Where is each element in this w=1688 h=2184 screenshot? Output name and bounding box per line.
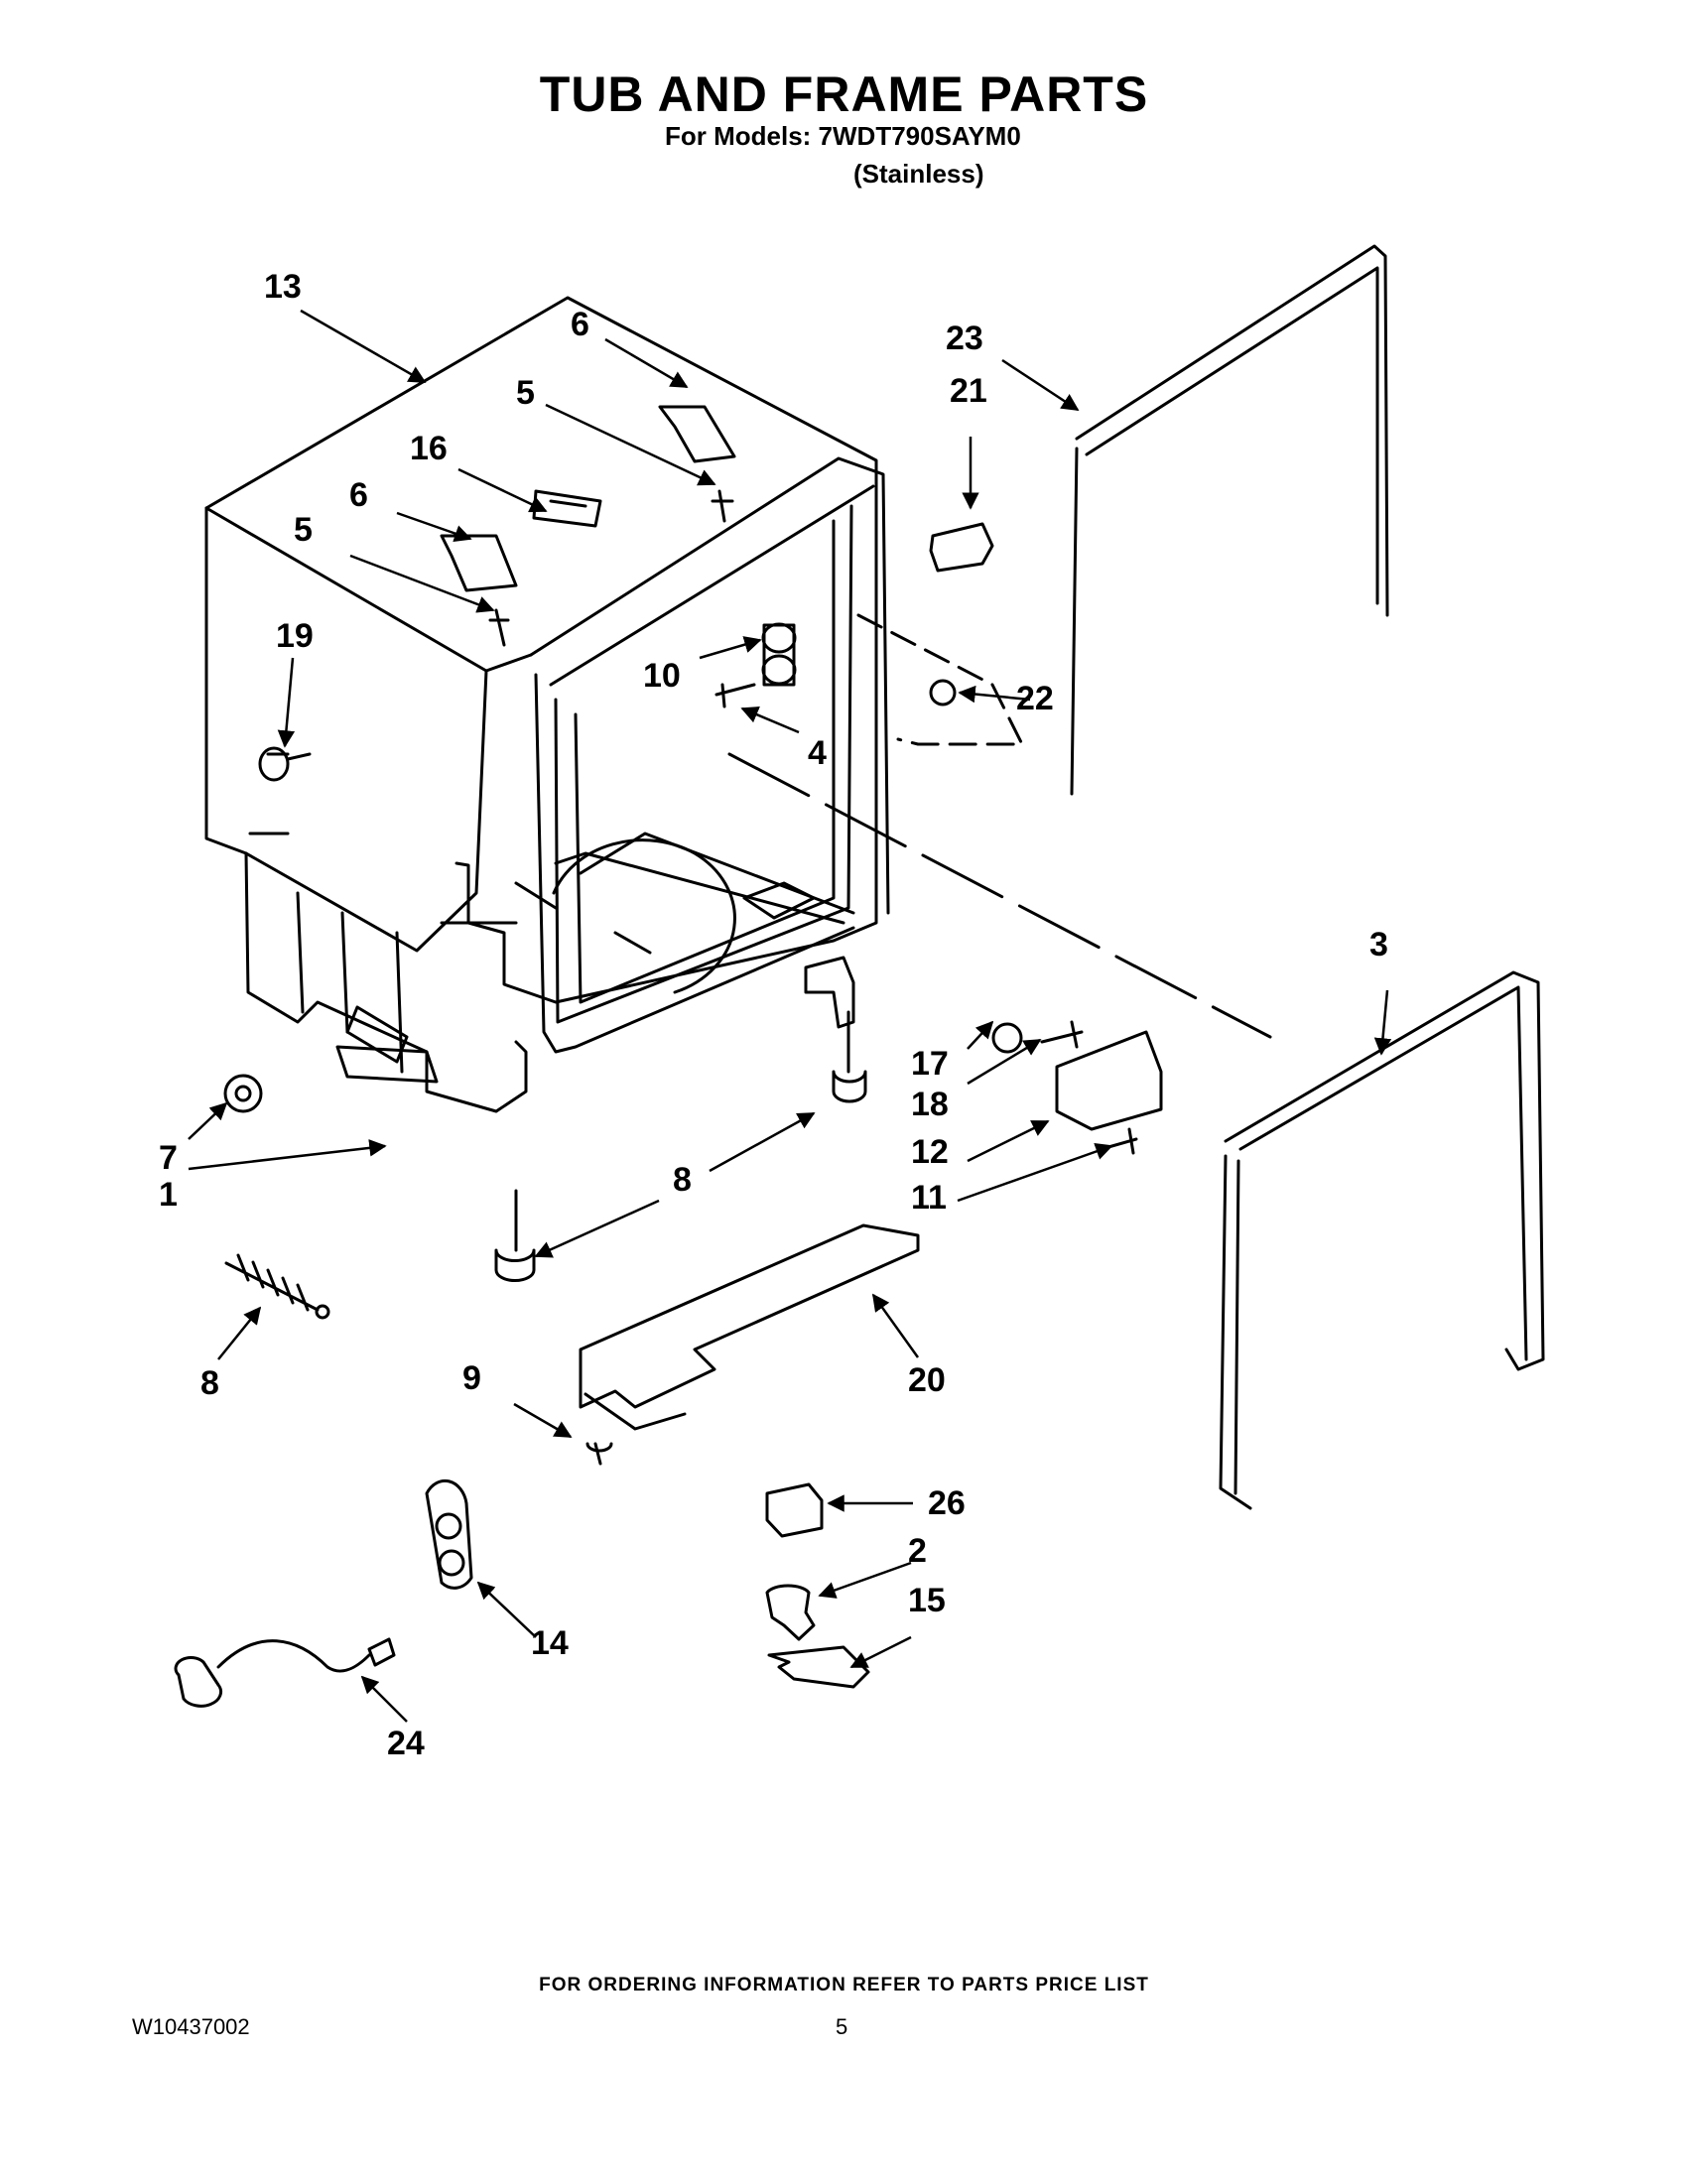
callout-14: 15 bbox=[908, 1582, 946, 1619]
callout-12: 12 bbox=[911, 1133, 949, 1171]
callout-1: 1 bbox=[159, 1176, 178, 1214]
callout-5b: 5 bbox=[294, 511, 313, 549]
callout-9: 8 bbox=[200, 1364, 219, 1402]
bracket-12 bbox=[1055, 1030, 1163, 1131]
callout-10: 10 bbox=[643, 657, 681, 695]
callout-17: 17 bbox=[911, 1045, 949, 1083]
callout-23: 23 bbox=[946, 320, 983, 357]
part-15 bbox=[765, 1584, 816, 1641]
plate-26 bbox=[579, 1223, 920, 1431]
callout-6a: 6 bbox=[571, 306, 589, 343]
callout-22: 22 bbox=[1016, 680, 1054, 717]
page-title: TUB AND FRAME PARTS bbox=[539, 66, 1149, 122]
callout-15: 2 bbox=[908, 1532, 927, 1570]
fastener-20 bbox=[585, 1442, 613, 1466]
callout-18: 18 bbox=[911, 1086, 949, 1123]
callout-3: 3 bbox=[1369, 926, 1388, 964]
callout-20: 9 bbox=[462, 1359, 481, 1397]
plug-19 bbox=[258, 746, 312, 782]
clip-16 bbox=[532, 489, 602, 528]
callout-labels: 13 6 5 16 6 5 19 10 4 23 21 22 3 17 18 1… bbox=[159, 268, 1388, 1762]
callout-4: 4 bbox=[808, 734, 827, 772]
callout-16: 16 bbox=[410, 430, 448, 467]
screw-5a bbox=[488, 608, 510, 647]
mounting-bracket-6b bbox=[658, 405, 736, 463]
wire-harness-25 bbox=[174, 1637, 396, 1708]
callout-8a: 8 bbox=[673, 1161, 692, 1199]
callout-2: 26 bbox=[928, 1484, 966, 1522]
screw-4 bbox=[714, 683, 756, 708]
callout-26: 20 bbox=[908, 1361, 946, 1399]
document-number: W10437002 bbox=[132, 2014, 250, 2039]
spring-9 bbox=[224, 1253, 330, 1320]
screw-5b bbox=[711, 489, 734, 523]
callout-21: 21 bbox=[950, 372, 987, 410]
mounting-bracket-6a bbox=[440, 534, 518, 592]
part-2 bbox=[765, 1482, 824, 1538]
screw-11 bbox=[1100, 1127, 1138, 1155]
gasket-23 bbox=[1070, 244, 1389, 796]
callout-24: 14 bbox=[531, 1624, 569, 1662]
variant-label: (Stainless) bbox=[853, 159, 984, 189]
callout-7: 7 bbox=[159, 1139, 178, 1177]
washer-17 bbox=[991, 1022, 1023, 1054]
gasket-3 bbox=[1219, 970, 1545, 1510]
callout-5a: 5 bbox=[516, 374, 535, 412]
ordering-note: FOR ORDERING INFORMATION REFER TO PARTS … bbox=[539, 1975, 1149, 1995]
callout-13: 13 bbox=[264, 268, 302, 306]
bracket-14 bbox=[767, 1645, 870, 1689]
hinge-assembly-10 bbox=[761, 622, 797, 687]
terminal-block-1 bbox=[335, 1045, 439, 1084]
plug-22 bbox=[929, 679, 957, 707]
models-line: For Models: 7WDT790SAYM0 bbox=[665, 121, 1021, 151]
callout-19: 19 bbox=[276, 617, 314, 655]
tub-assembly bbox=[204, 296, 890, 1113]
callout-11: 11 bbox=[911, 1179, 947, 1217]
callout-25: 24 bbox=[387, 1725, 425, 1762]
callout-6b: 6 bbox=[349, 476, 368, 514]
page-number: 5 bbox=[836, 2014, 848, 2039]
grommet-7 bbox=[223, 1074, 263, 1113]
leveling-leg-8b bbox=[494, 1189, 536, 1283]
leveling-leg-8a bbox=[832, 1010, 867, 1103]
grommet-24 bbox=[425, 1478, 473, 1590]
bracket-21 bbox=[929, 522, 994, 573]
screw-18 bbox=[1040, 1020, 1084, 1049]
